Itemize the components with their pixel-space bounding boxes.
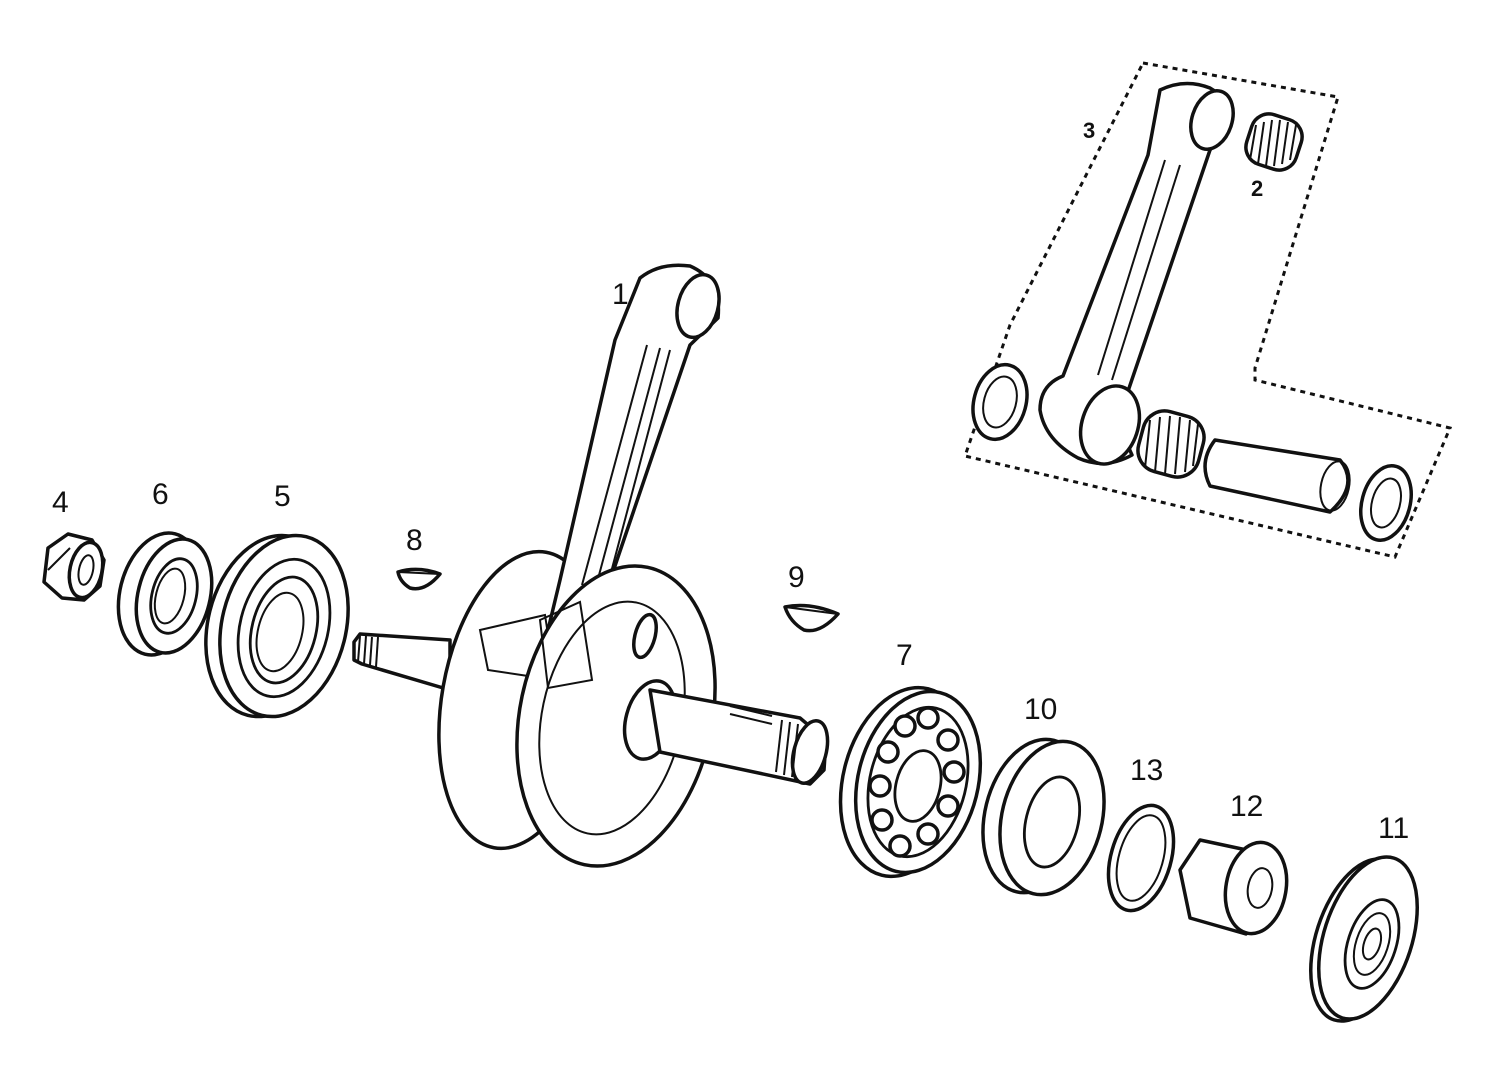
label-part-5: 5: [274, 480, 291, 513]
label-part-3: 3: [1083, 118, 1095, 143]
inset-small-needle-bearing: [1244, 112, 1304, 172]
label-part-4: 4: [52, 486, 69, 519]
inset-dashed-border: [963, 61, 1453, 559]
part-ball-bearing-right: [838, 685, 983, 879]
part-woodruff-key-8: [396, 567, 442, 591]
label-part-9: 9: [788, 561, 805, 594]
inset-thrust-washer-right: [1359, 464, 1413, 542]
label-part-1: 1: [612, 278, 629, 311]
part-washer-11: [1309, 855, 1419, 1023]
part-oil-seal: [116, 531, 214, 657]
label-part-8: 8: [406, 524, 423, 557]
label-part-2: 2: [1251, 176, 1263, 201]
bearing-balls: [868, 706, 966, 858]
part-oil-seal-right: [981, 737, 1106, 897]
label-part-6: 6: [152, 478, 169, 511]
part-spacer-bushing: [1178, 838, 1289, 936]
label-part-7: 7: [896, 639, 913, 672]
part-shim-washer: [1106, 803, 1176, 913]
inset-thrust-washer-left: [971, 362, 1029, 442]
inset-big-end-needle-bearing: [1136, 409, 1206, 479]
label-part-12: 12: [1230, 790, 1263, 823]
part-woodruff-key-9: [783, 603, 840, 633]
conrod-kit-inset: [963, 61, 1453, 559]
part-ball-bearing-left: [204, 533, 350, 719]
part-nut: [42, 532, 106, 602]
label-part-11: 11: [1378, 812, 1409, 845]
inset-crank-pin: [1203, 438, 1351, 514]
label-part-10: 10: [1024, 693, 1057, 726]
label-part-13: 13: [1130, 754, 1163, 787]
part-crankshaft-assembly: [352, 263, 830, 868]
inset-connecting-rod: [1038, 81, 1235, 466]
